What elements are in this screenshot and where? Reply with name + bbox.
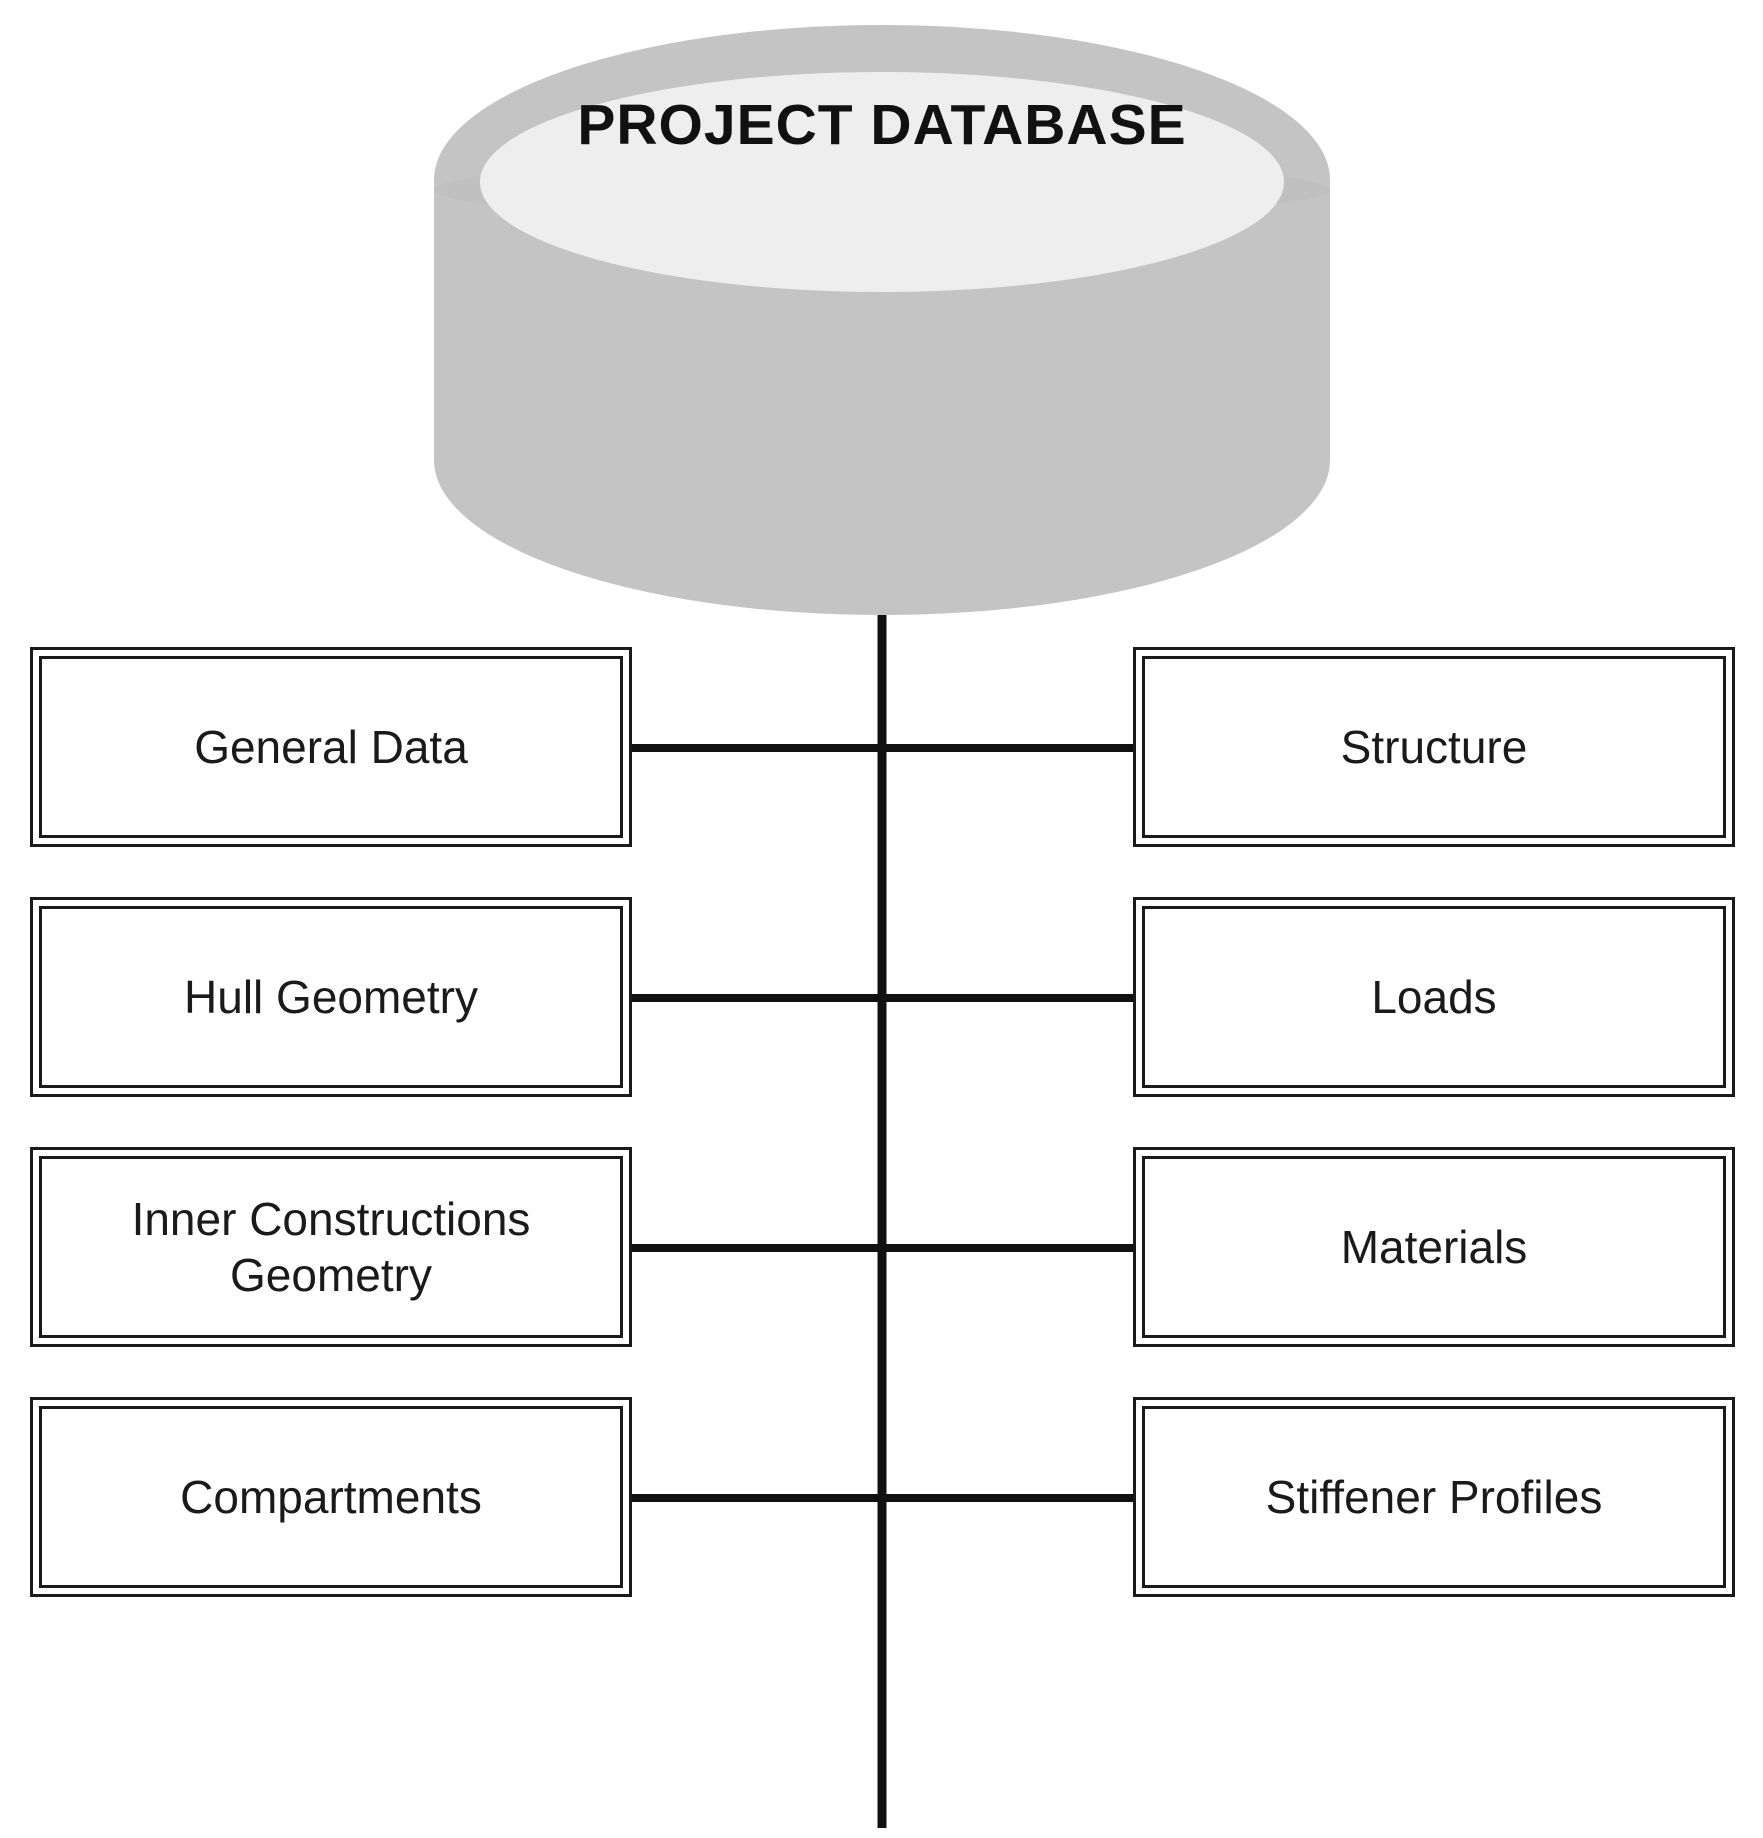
module-label: Stiffener Profiles — [1142, 1406, 1726, 1588]
module-loads: Loads — [1133, 897, 1735, 1097]
database-cylinder — [434, 25, 1330, 615]
module-label: Structure — [1142, 656, 1726, 838]
cylinder-top-ellipse — [480, 72, 1284, 292]
module-compartments: Compartments — [30, 1397, 632, 1597]
module-label: Hull Geometry — [39, 906, 623, 1088]
module-general-data: General Data — [30, 647, 632, 847]
module-structure: Structure — [1133, 647, 1735, 847]
module-materials: Materials — [1133, 1147, 1735, 1347]
module-label: Materials — [1142, 1156, 1726, 1338]
module-label: Inner Constructions Geometry — [39, 1156, 623, 1338]
module-label: Compartments — [39, 1406, 623, 1588]
module-stiffener-profiles: Stiffener Profiles — [1133, 1397, 1735, 1597]
module-hull-geometry: Hull Geometry — [30, 897, 632, 1097]
module-label: General Data — [39, 656, 623, 838]
database-title: PROJECT DATABASE — [577, 93, 1187, 157]
module-inner-constructions-geometry: Inner Constructions Geometry — [30, 1147, 632, 1347]
module-label: Loads — [1142, 906, 1726, 1088]
